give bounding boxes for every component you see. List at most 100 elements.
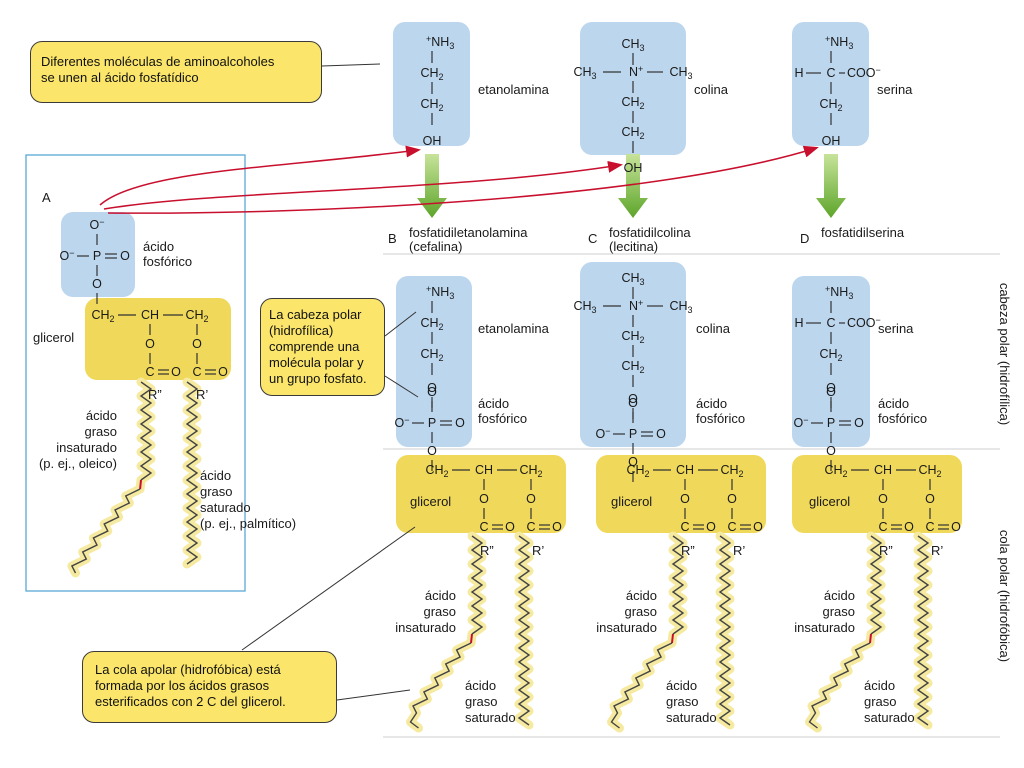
product-fosfatidilcolina-name: fosfatidilcolina	[609, 225, 691, 240]
panel-a-glycerol-c-a: C	[145, 365, 154, 379]
phospholipid-fosfatidilcolina-glycerol-c-a: C	[680, 520, 689, 534]
product-fosfatidiletanolamina-name: fosfatidiletanolamina	[409, 225, 528, 240]
panel-a-unsat-tail-end	[70, 488, 141, 574]
phospholipid-fosfatidilserina-ch2: CH2	[819, 347, 842, 363]
panel-a-glycerol-o-a: O	[145, 337, 155, 351]
phospholipid-fosfatidilcolina-glycerol-ch2-left: CH2	[626, 463, 649, 479]
phospholipid-fosfatidilcolina-ch2-b: CH2	[621, 359, 644, 375]
phospholipid-fosfatidilcolina-glycerol-c-b: C	[727, 520, 736, 534]
phospholipid-fosfatidilserina-phosphate-p: P	[827, 416, 835, 430]
phospholipid-fosfatidilcolina-sat-label-line-2: graso	[666, 694, 699, 709]
panel-a-glycerol-ch2-left: CH2	[91, 308, 114, 324]
pointer-aminoalcohols	[321, 63, 381, 67]
phospholipid-fosfatidiletanolamina-unsat-label-line-1: ácido	[425, 588, 456, 603]
phospholipid-fosfatidilserina-sat-tail	[916, 535, 930, 726]
product-fosfatidilserina-name: fosfatidilserina	[821, 225, 905, 240]
pointer-apolar-tail-1	[241, 526, 416, 651]
phospholipid-fosfatidiletanolamina-glycerol-co-b-o: O	[552, 520, 562, 534]
panel-a-sat-label-line-1: ácido	[200, 468, 231, 483]
callout-aminoalcohols-line-1: Diferentes moléculas de aminoalcoholes	[41, 54, 275, 69]
product-fosfatidilcolina-alt: (lecitina)	[609, 239, 658, 254]
phospholipid-fosfatidiletanolamina-r1: R’	[532, 543, 544, 558]
green-arrow-1	[417, 154, 447, 218]
phospholipid-fosfatidilserina-phosphate-o-left: O−	[794, 415, 809, 430]
phospholipid-fosfatidilcolina-unsat-tail	[671, 535, 685, 635]
phospholipid-fosfatidiletanolamina-head-box	[396, 276, 472, 447]
phospholipid-fosfatidiletanolamina-phosphoric-label-line-2: fosfórico	[478, 411, 527, 426]
phospholipid-fosfatidilserina-glycerol-ch: CH	[874, 463, 892, 477]
green-arrow-3	[816, 154, 846, 218]
panel-a-unsat-label-line-2: graso	[84, 424, 117, 439]
phospholipid-fosfatidiletanolamina-phosphate-o-top: O	[427, 385, 437, 399]
aminoalcohol-colina-ch2-b: CH2	[621, 125, 644, 141]
divider-lines	[25, 154, 1000, 738]
phospholipid-fosfatidilserina-r2: R”	[879, 543, 893, 558]
panel-a-phosphoric-label-line-2: fosfórico	[143, 254, 192, 269]
product-fosfatidilserina-letter: D	[800, 231, 809, 246]
phospholipid-fosfatidilcolina-phosphate-o-left: O−	[596, 426, 611, 441]
phospholipid-fosfatidilserina-phosphoric-label-line-1: ácido	[878, 396, 909, 411]
phospholipid-fosfatidilcolina-unsat-tail-double-bond	[671, 633, 674, 644]
pointer-polar-head-2	[384, 375, 419, 398]
panel-a-sat-label-line-4: (p. ej., palmítico)	[200, 516, 296, 531]
phospholipid-fosfatidilserina-glycerol-label: glicerol	[809, 494, 850, 509]
phospholipid-fosfatidilcolina-ch3-top: CH3	[621, 271, 644, 287]
phospholipid-fosfatidiletanolamina-ch2-a: CH2	[420, 316, 443, 332]
aminoalcohol-etanolamina-nh3: +NH3	[426, 34, 454, 51]
phospholipid-fosfatidilcolina-unsat-tail-end	[610, 642, 673, 729]
panel-a-glycerol-co-a-o: O	[171, 365, 181, 379]
panel-a-phosphate-box	[61, 212, 135, 297]
phospholipid-fosfatidilcolina-glycerol-co-a-o: O	[706, 520, 716, 534]
phospholipid-fosfatidilserina-unsat-label-line-2: graso	[822, 604, 855, 619]
phospholipid-fosfatidiletanolamina-alcohol-label: etanolamina	[478, 321, 550, 336]
phospholipid-fosfatidilserina-h: H	[794, 316, 803, 330]
phospholipid-fosfatidilcolina-glycerol-o-a: O	[680, 492, 690, 506]
phospholipid-fosfatidilserina-glycerol-box	[792, 455, 962, 533]
aminoalcohol-serina-nh3: +NH3	[825, 34, 853, 51]
phospholipid-fosfatidiletanolamina-unsat-label-line-2: graso	[423, 604, 456, 619]
panel-a-phosphate-o-right: O	[120, 249, 130, 263]
phospholipid-fosfatidilcolina-glycerol-co-b-o: O	[753, 520, 763, 534]
phospholipid-fosfatidiletanolamina-unsat-tail	[470, 535, 484, 635]
callout-aminoalcohols: Diferentes moléculas de aminoalcoholes s…	[30, 41, 322, 103]
phospholipid-fosfatidilcolina-sat-label-line-1: ácido	[666, 678, 697, 693]
aminoalcohol-serina-ch2: CH2	[819, 97, 842, 113]
phospholipid-fosfatidiletanolamina-glycerol-label: glicerol	[410, 494, 451, 509]
panel-a-phosphate-o-left: O−	[60, 248, 75, 263]
aminoalcohol-etanolamina-ch2-b: CH2	[420, 97, 443, 113]
phospholipid-fosfatidiletanolamina-phosphate-o-left: O−	[395, 415, 410, 430]
phospholipid-fosfatidilserina-glycerol-c-a: C	[878, 520, 887, 534]
panel-a-unsat-label-line-1: ácido	[86, 408, 117, 423]
callout-polar-head-line-4: molécula polar y	[269, 355, 364, 370]
phospholipid-fosfatidilserina-unsat-label-line-1: ácido	[824, 588, 855, 603]
phospholipid-fosfatidilserina-glycerol-co-a-o: O	[904, 520, 914, 534]
side-label-head: cabeza polar (hidrofílica)	[997, 283, 1012, 425]
phospholipid-fosfatidilcolina-glycerol-label: glicerol	[611, 494, 652, 509]
phospholipid-fosfatidilserina-alcohol-label: serina	[878, 321, 914, 336]
phospholipid-fosfatidilcolina-ch3-left: CH3	[573, 299, 596, 315]
aminoalcohol-etanolamina-label: etanolamina	[478, 82, 550, 97]
product-fosfatidiletanolamina-alt: (cefalina)	[409, 239, 462, 254]
phospholipid-fosfatidilserina-o-link: O	[826, 381, 836, 395]
phospholipid-fosfatidilserina-unsat-label-line-3: insaturado	[794, 620, 855, 635]
phospholipid-fosfatidiletanolamina-nh3: +NH3	[426, 284, 454, 301]
phospholipid-fosfatidilcolina-glycerol-ch: CH	[676, 463, 694, 477]
phospholipid-fosfatidilserina-glycerol-ch2-left: CH2	[824, 463, 847, 479]
callout-polar-head-line-1: La cabeza polar	[269, 307, 362, 322]
phospholipid-fosfatidilcolina-o-link: O	[628, 392, 638, 406]
phospholipid-fosfatidilcolina-alcohol-label: colina	[696, 321, 731, 336]
aminoalcohol-colina-label: colina	[694, 82, 729, 97]
panel-a-unsat-label-line-3: insaturado	[56, 440, 117, 455]
product-fosfatidiletanolamina-letter: B	[388, 231, 397, 246]
panel-a-phosphate-p: P	[93, 249, 101, 263]
phospholipid-fosfatidiletanolamina-unsat-label-line-3: insaturado	[395, 620, 456, 635]
phospholipid-fosfatidiletanolamina-glycerol-o-b: O	[526, 492, 536, 506]
phospholipid-fosfatidilserina-sat-label-line-2: graso	[864, 694, 897, 709]
phospholipid-fosfatidilserina-glycerol-o-b: O	[925, 492, 935, 506]
aminoalcohol-serina-label: serina	[877, 82, 913, 97]
panel-a-letter: A	[42, 190, 51, 205]
panel-a-glycerol-c-b: C	[192, 365, 201, 379]
panel-a-glycerol-label: glicerol	[33, 330, 74, 345]
panel-a-r2: R”	[148, 387, 162, 402]
side-label-tail: cola polar (hidrofóbica)	[997, 530, 1012, 662]
